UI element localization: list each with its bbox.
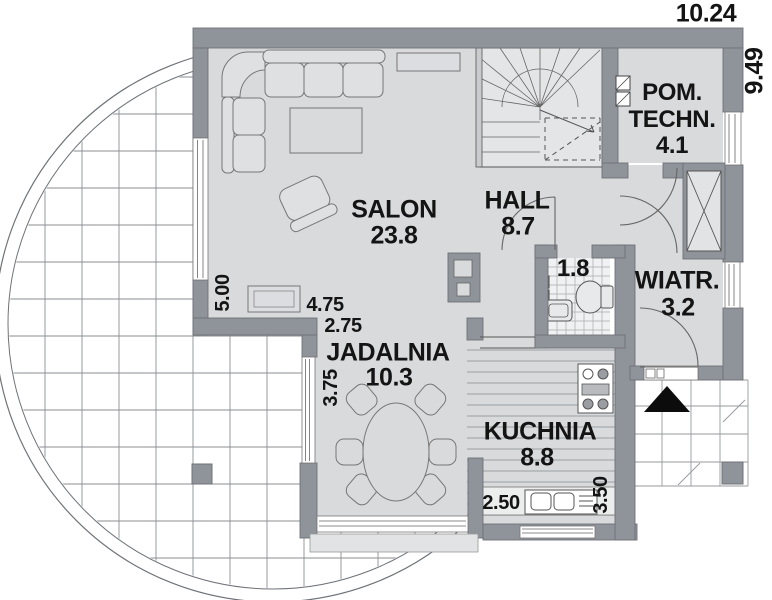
room-area-wiatrolap: 3.2 <box>661 293 695 322</box>
window-kitchen-bottom <box>519 525 596 539</box>
dim-total-width: 10.24 <box>675 0 737 28</box>
wall-right-mid <box>722 164 744 263</box>
wall-right-lower <box>722 307 744 381</box>
room-area-pom-techn: 4.1 <box>655 132 689 159</box>
room-label-pom-techn-2: TECHN. <box>628 106 716 133</box>
kitchen-counter-divider <box>480 336 535 349</box>
window-bench <box>247 285 301 313</box>
wall-pom-bottom-right <box>662 162 686 179</box>
armchair <box>279 175 338 233</box>
fireplace-insets <box>453 259 473 297</box>
dim-total-height: 9.49 <box>740 47 769 95</box>
room-label-wiatrolap: WIATR. <box>634 266 720 295</box>
doors <box>501 167 699 368</box>
walls <box>192 27 744 541</box>
wall-wiatr-bottom-right <box>697 365 724 381</box>
kitchen-stove <box>577 363 614 414</box>
wall-salon-corner <box>192 317 318 336</box>
porch-column <box>721 461 744 485</box>
pom-techn-equipment <box>615 75 631 107</box>
dining-set <box>335 383 457 506</box>
entrance-arrow-icon <box>644 386 690 412</box>
room-area-salon: 23.8 <box>370 221 418 250</box>
wall-jadalnia-left-upper <box>301 334 318 358</box>
room-label-kuchnia: KUCHNIA <box>483 417 597 446</box>
wall-jadalnia-left-stub <box>299 462 318 539</box>
wall-wiatr-bottom-left <box>629 365 645 381</box>
stair-dashed-landing <box>544 117 601 161</box>
wiatr-inner-door-swing <box>619 195 678 254</box>
wall-wc-left <box>534 244 549 349</box>
dim-salon-depth: 5.00 <box>212 274 234 312</box>
dim-jadalnia-width: 2.75 <box>324 315 362 337</box>
dim-kuchnia-width: 2.50 <box>482 492 520 514</box>
wc-sink <box>544 299 573 322</box>
entrance-porch <box>632 379 749 487</box>
furniture <box>221 49 461 506</box>
terrace-step <box>309 533 479 553</box>
entrance-door-swing <box>639 307 699 368</box>
wall-kitchen-wiatr-divider <box>614 244 636 541</box>
stair-direction-arrow <box>539 109 595 133</box>
staircase <box>475 47 603 168</box>
kitchen-sink <box>524 489 598 515</box>
wall-wc-bottom <box>534 334 626 349</box>
wall-left-upper <box>192 47 209 139</box>
wall-wc-top-right <box>591 244 626 259</box>
window-salon-left <box>192 137 209 281</box>
pom-techn-floor <box>618 48 723 163</box>
wall-hall-kitchen-stub <box>466 317 484 341</box>
chimney-shaft <box>682 162 726 260</box>
windows <box>192 111 742 553</box>
stair-treads <box>479 47 601 153</box>
dining-table <box>362 402 430 502</box>
room-label-jadalnia: JADALNIA <box>326 338 450 367</box>
room-area-jadalnia: 10.3 <box>365 363 413 392</box>
room-area-hall: 8.7 <box>501 212 535 241</box>
wiatrolap-floor <box>635 258 723 366</box>
room-area-kuchnia: 8.8 <box>520 443 554 472</box>
sideboard <box>396 52 461 72</box>
wall-top <box>192 27 744 49</box>
room-area-wc: 1.8 <box>556 255 590 282</box>
dim-jadalnia-depth: 3.75 <box>320 369 342 407</box>
sofa-corner <box>221 49 386 174</box>
entrance-door-threshold <box>643 365 699 381</box>
wc-toilet <box>575 280 614 314</box>
pom-techn-door-swing <box>619 167 678 226</box>
coffee-table <box>289 107 363 154</box>
window-jadalnia-left <box>301 356 316 464</box>
terrace-planter <box>191 463 213 485</box>
wall-wc-top-stub <box>534 244 558 259</box>
window-wiatr-right <box>724 261 741 309</box>
dim-kuchnia-depth: 3.50 <box>590 476 612 514</box>
window-pom-techn-right <box>724 111 742 166</box>
dim-salon-width: 4.75 <box>306 294 344 316</box>
stair-side-wall <box>475 47 483 168</box>
kitchen-fixtures <box>482 363 616 516</box>
passage-floor <box>602 165 683 258</box>
room-label-salon: SALON <box>351 195 437 224</box>
room-label-pom-techn-1: POM. <box>642 79 702 106</box>
wc-door-swing <box>501 196 556 251</box>
wall-jadalnia-right-stub <box>467 457 484 539</box>
room-label-hall: HALL <box>484 186 550 215</box>
terrace-sliding-door <box>309 515 479 553</box>
wall-pom-bottom-left <box>601 162 629 179</box>
